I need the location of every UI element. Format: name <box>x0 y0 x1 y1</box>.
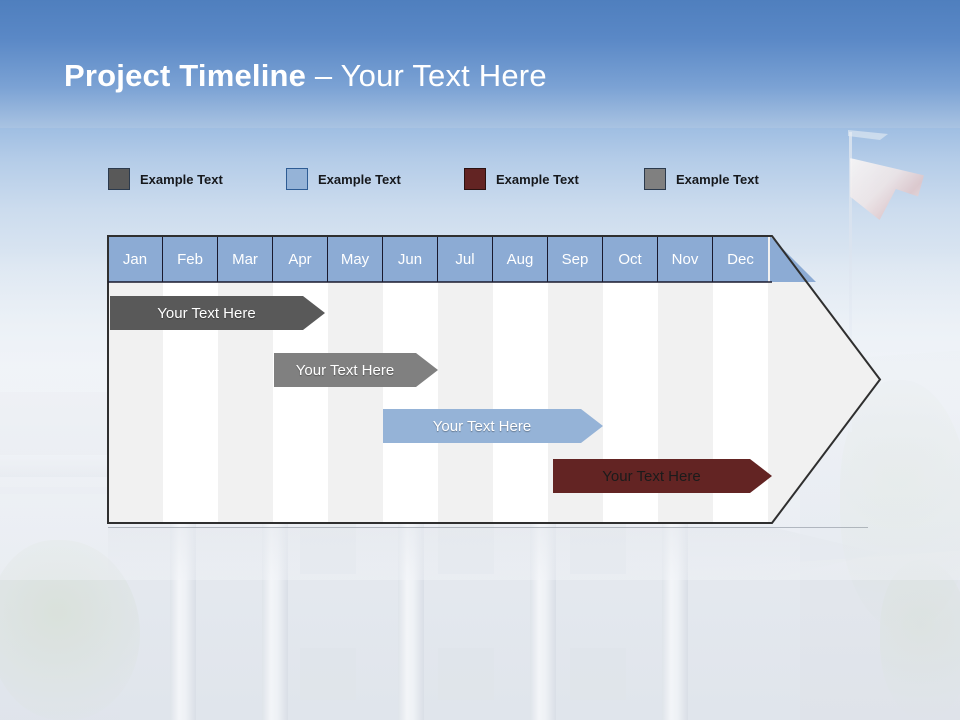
legend-swatch-blue <box>286 168 308 190</box>
building-window <box>300 648 356 700</box>
month-column-mar <box>218 236 273 523</box>
month-column-jan <box>108 236 163 523</box>
legend-label-3: Example Text <box>496 171 579 187</box>
month-label-apr: Apr <box>288 250 312 268</box>
timeline-chart: Jan Feb Mar Apr May Jun Jul Aug Sep Oct … <box>107 235 882 524</box>
legend-item-4[interactable]: Example Text <box>644 168 759 194</box>
month-header-apr[interactable]: Apr <box>273 236 328 282</box>
month-header-may[interactable]: May <box>328 236 383 282</box>
title-band: Project Timeline – Your Text Here <box>0 0 960 128</box>
task-label-1: Your Text Here <box>157 304 256 322</box>
task-bar-1[interactable]: Your Text Here <box>110 296 325 330</box>
title-separator: – <box>306 58 341 93</box>
month-label-may: May <box>340 250 370 268</box>
legend-swatch-dark-gray <box>108 168 130 190</box>
legend-label-2: Example Text <box>318 171 401 187</box>
month-header-sep[interactable]: Sep <box>548 236 603 282</box>
month-label-aug: Aug <box>506 250 534 268</box>
month-column-jul <box>438 236 493 523</box>
month-label-nov: Nov <box>671 250 699 268</box>
month-column-aug <box>493 236 548 523</box>
legend-label-4: Example Text <box>676 171 759 187</box>
month-header-dec[interactable]: Dec <box>713 236 768 282</box>
flagpole-top <box>848 130 888 140</box>
month-header-nov[interactable]: Nov <box>658 236 713 282</box>
legend-swatch-dark-red <box>464 168 486 190</box>
month-header-feb[interactable]: Feb <box>163 236 218 282</box>
task-bar-2[interactable]: Your Text Here <box>274 353 438 387</box>
page-title: Project Timeline – Your Text Here <box>64 58 547 94</box>
month-label-jul: Jul <box>455 250 475 268</box>
month-label-jan: Jan <box>122 250 148 268</box>
month-header-jun[interactable]: Jun <box>383 236 438 282</box>
building-window <box>570 648 626 700</box>
task-bar-4[interactable]: Your Text Here <box>553 459 772 493</box>
task-bar-3[interactable]: Your Text Here <box>383 409 603 443</box>
legend-swatch-gray <box>644 168 666 190</box>
legend-label-1: Example Text <box>140 171 223 187</box>
chart-reflection-line <box>108 527 868 528</box>
month-label-dec: Dec <box>727 250 754 268</box>
legend-item-3[interactable]: Example Text <box>464 168 579 194</box>
task-label-2: Your Text Here <box>295 361 395 379</box>
month-header-aug[interactable]: Aug <box>493 236 548 282</box>
month-label-oct: Oct <box>618 250 642 268</box>
legend-item-2[interactable]: Example Text <box>286 168 401 194</box>
month-header-mar[interactable]: Mar <box>218 236 273 282</box>
title-bold-part: Project Timeline <box>64 58 307 93</box>
legend: Example Text Example Text Example Text E… <box>108 168 848 194</box>
month-header-jul[interactable]: Jul <box>438 236 493 282</box>
month-label-jun: Jun <box>397 250 423 268</box>
month-label-feb: Feb <box>177 250 203 268</box>
chart-reflection <box>108 527 880 579</box>
task-label-4: Your Text Here <box>602 467 701 485</box>
month-label-sep: Sep <box>561 250 589 268</box>
task-label-3: Your Text Here <box>432 417 532 435</box>
legend-item-1[interactable]: Example Text <box>108 168 223 194</box>
month-column-feb <box>163 236 218 523</box>
chart-outline <box>107 235 882 524</box>
month-label-mar: Mar <box>232 250 258 268</box>
title-light-part: Your Text Here <box>340 58 547 93</box>
tree-right-lower <box>880 560 960 720</box>
month-header-oct[interactable]: Oct <box>603 236 658 282</box>
building-window <box>438 648 494 700</box>
month-header-jan[interactable]: Jan <box>108 236 163 282</box>
